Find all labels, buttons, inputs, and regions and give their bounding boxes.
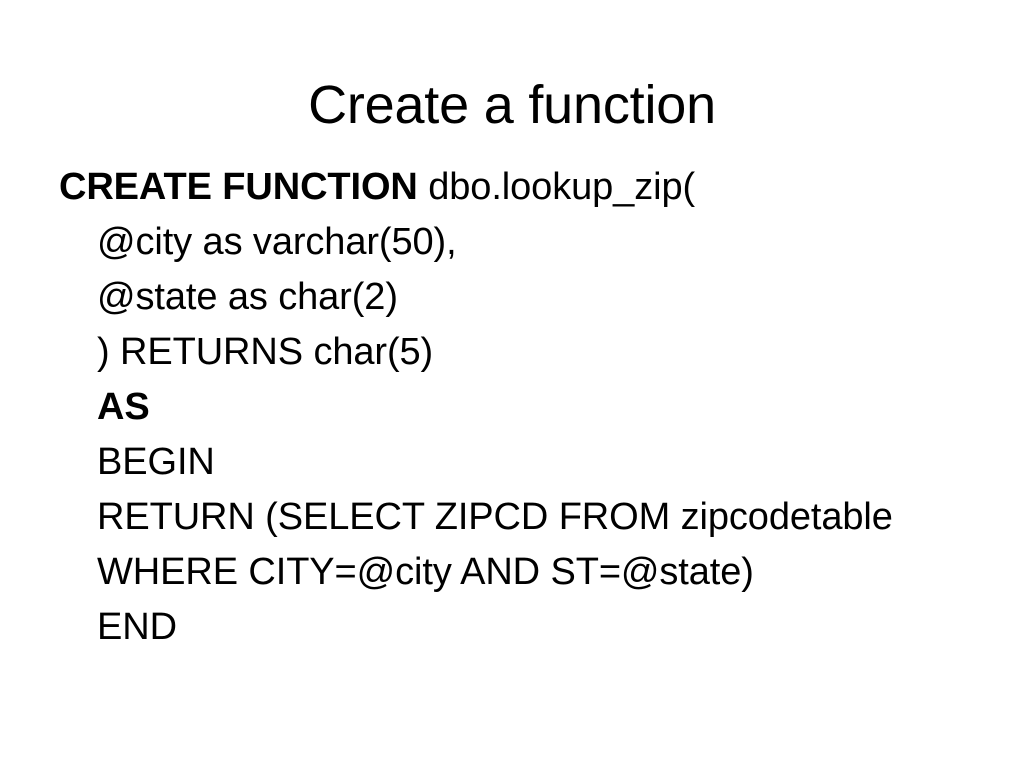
code-text: @state as char(2)	[97, 276, 398, 318]
code-line: AS	[59, 380, 979, 435]
code-text: RETURN (SELECT ZIPCD FROM zipcodetable	[97, 496, 893, 538]
code-text: ) RETURNS char(5)	[97, 331, 434, 373]
code-text: END	[97, 606, 177, 648]
code-keyword: AS	[97, 386, 150, 428]
code-block: CREATE FUNCTION dbo.lookup_zip( @city as …	[59, 160, 979, 655]
code-line: BEGIN	[59, 435, 979, 490]
code-keyword: CREATE FUNCTION	[59, 166, 418, 208]
code-line: CREATE FUNCTION dbo.lookup_zip(	[59, 160, 979, 215]
code-line: END	[59, 600, 979, 655]
code-text: WHERE CITY=@city AND ST=@state)	[97, 551, 754, 593]
code-text: BEGIN	[97, 441, 215, 483]
code-line: @city as varchar(50),	[59, 215, 979, 270]
page-title: Create a function	[308, 75, 716, 136]
code-line: RETURN (SELECT ZIPCD FROM zipcodetable	[59, 490, 979, 545]
code-text: dbo.lookup_zip(	[417, 166, 696, 208]
code-line: WHERE CITY=@city AND ST=@state)	[59, 545, 979, 600]
code-line: ) RETURNS char(5)	[59, 325, 979, 380]
code-line: @state as char(2)	[59, 270, 979, 325]
code-text: @city as varchar(50),	[97, 221, 457, 263]
